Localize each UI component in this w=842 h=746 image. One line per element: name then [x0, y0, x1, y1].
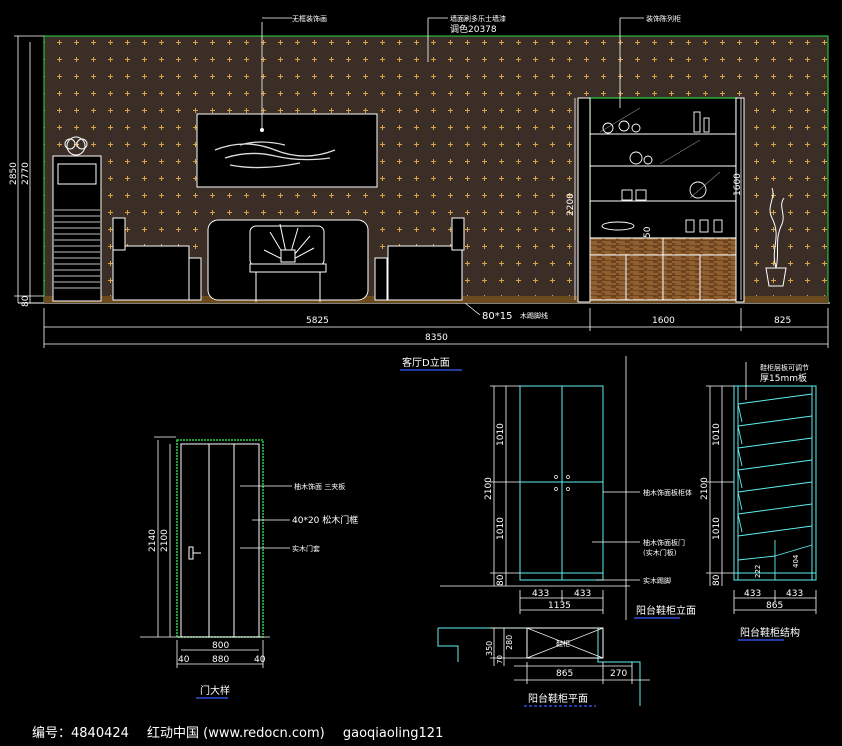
- living-room-elevation: [14, 17, 830, 371]
- dim-shoe-front-1010a: 1010: [496, 423, 506, 446]
- note-wall-code: 调色20378: [450, 23, 497, 35]
- dim-elev-2770: 2770: [21, 162, 31, 185]
- dim-shoe-front-433b: 433: [574, 589, 591, 599]
- watermark-footer: 编号：4840424 红动中国 (www.redocn.com) gaoqiao…: [32, 722, 457, 741]
- dim-8350: 8350: [425, 333, 448, 343]
- door-note-2: 40*20 松木门框: [292, 514, 358, 526]
- dim-cab-2200: 2200: [566, 193, 576, 216]
- shoe-front-note-1: 柚木饰面板柜体: [643, 488, 692, 497]
- dim-skirting: 80*15: [482, 311, 512, 322]
- note-wall-paint: 墙面刷多乐士墙漆: [450, 14, 506, 23]
- standing-air-conditioner: [52, 136, 102, 302]
- note-picture: 无框装饰画: [292, 14, 327, 23]
- decorative-picture: [196, 22, 378, 188]
- shoe-front-note-3: 实木踢脚: [643, 576, 671, 585]
- note-cabinet: 装饰陈列柜: [646, 14, 681, 23]
- title-shoe-struct: 阳台鞋柜结构: [740, 626, 800, 639]
- shoe-front-note-2: 柚木饰面板门: [643, 538, 685, 547]
- shoe-plan-label: 鞋柜: [556, 639, 570, 648]
- title-elevation: 客厅D立面: [402, 356, 450, 369]
- dim-shoe-front-1010b: 1010: [496, 517, 506, 540]
- dim-door-880: 880: [212, 655, 229, 665]
- dim-shoe-struct-1010a: 1010: [712, 423, 722, 446]
- dim-shoe-front-1135: 1135: [548, 601, 571, 611]
- dim-shoe-struct-2100: 2100: [700, 477, 710, 500]
- dim-elev-80: 80: [21, 295, 31, 307]
- shoe-cabinet-front: [440, 356, 680, 620]
- sofa-set: [112, 217, 465, 302]
- dim-shoe-front-2100: 2100: [484, 477, 494, 500]
- dim-shoe-front-433a: 433: [532, 589, 549, 599]
- dim-door-2140: 2140: [148, 529, 158, 552]
- dim-cab-50: 50: [643, 226, 653, 238]
- footer-id: 编号：4840424: [32, 726, 129, 741]
- dim-door-40r: 40: [254, 655, 266, 665]
- note-skirting: 木踢脚线: [520, 311, 548, 320]
- dim-plan-865: 865: [556, 669, 573, 679]
- dim-elev-2850: 2850: [9, 162, 19, 185]
- dim-1600: 1600: [652, 316, 675, 326]
- shoe-struct-note-2: 厚15mm板: [760, 372, 807, 384]
- dim-shoe-struct-433b: 433: [786, 589, 803, 599]
- shoe-cabinet-structure: [706, 362, 817, 641]
- dim-door-40l: 40: [178, 655, 190, 665]
- dim-shoe-struct-865: 865: [766, 601, 783, 611]
- dim-shoe-struct-404: 404: [792, 554, 800, 568]
- dim-cab-side: 1600: [733, 173, 743, 196]
- title-shoe-plan: 阳台鞋柜平面: [528, 692, 588, 705]
- door-detail: [140, 436, 292, 699]
- title-shoe-front: 阳台鞋柜立面: [636, 604, 696, 617]
- shoe-cabinet-plan: [437, 627, 650, 707]
- dim-shoe-front-80: 80: [496, 574, 506, 586]
- dim-door-2100: 2100: [160, 529, 170, 552]
- dim-plan-350: 350: [485, 641, 494, 656]
- dim-825: 825: [774, 316, 791, 326]
- title-door: 门大样: [200, 684, 230, 697]
- door-note-3: 实木门套: [292, 544, 320, 553]
- dim-shoe-struct-80: 80: [712, 574, 722, 586]
- dim-door-800: 800: [212, 641, 229, 651]
- door-note-1: 柚木饰面 三夹板: [294, 482, 345, 491]
- dim-5825: 5825: [306, 316, 329, 326]
- display-cabinet: [577, 97, 745, 303]
- dim-shoe-struct-433a: 433: [744, 589, 761, 599]
- floor-vase-plant: [765, 187, 787, 287]
- dim-plan-270: 270: [610, 669, 627, 679]
- dim-plan-280: 280: [505, 635, 514, 650]
- dim-shoe-struct-222: 222: [754, 565, 762, 578]
- dim-shoe-struct-1010b: 1010: [712, 517, 722, 540]
- shoe-struct-note-1: 鞋柜层板可调节: [760, 363, 809, 372]
- shoe-front-note-2b: (实木门板): [643, 548, 677, 557]
- dim-plan-70: 70: [496, 655, 504, 664]
- footer-site: 红动中国 (www.redocn.com): [147, 726, 325, 741]
- footer-author: gaoqiaoling121: [342, 726, 444, 741]
